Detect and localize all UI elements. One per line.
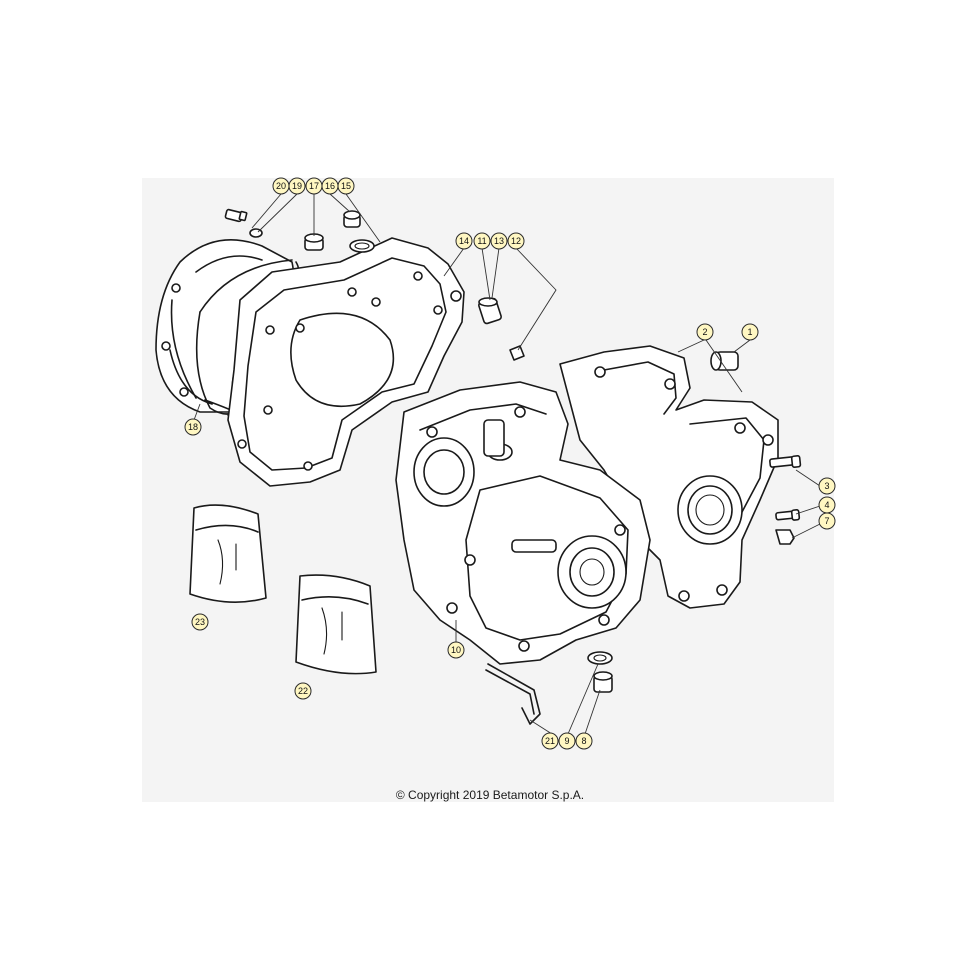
- callout-7-label: 7: [824, 516, 829, 526]
- callout-8-label: 8: [581, 736, 586, 746]
- callout-1: 1: [741, 323, 759, 341]
- callout-12: 12: [507, 232, 525, 250]
- callout-1-label: 1: [747, 327, 752, 337]
- callout-21-label: 21: [545, 736, 555, 746]
- callout-19-label: 19: [292, 181, 302, 191]
- callout-23: 23: [191, 613, 209, 631]
- callout-4: 4: [818, 496, 836, 514]
- callout-23-label: 23: [195, 617, 205, 627]
- callout-22: 22: [294, 682, 312, 700]
- callout-15-label: 15: [341, 181, 351, 191]
- callout-10-label: 10: [451, 645, 461, 655]
- callout-3-label: 3: [824, 481, 829, 491]
- copyright-notice: © Copyright 2019 Betamotor S.p.A.: [395, 788, 585, 802]
- callout-19: 19: [288, 177, 306, 195]
- screw-20: [224, 208, 248, 223]
- callout-16-label: 16: [325, 181, 335, 191]
- bushing-1: [710, 351, 739, 371]
- callout-21: 21: [541, 732, 559, 750]
- callout-7: 7: [818, 512, 836, 530]
- bushing-13: [478, 297, 502, 325]
- bent-wire-21: [485, 663, 541, 725]
- callout-16: 16: [321, 177, 339, 195]
- fitting-7: [775, 529, 795, 545]
- crankcase-right-half: [559, 345, 779, 609]
- callout-13: 13: [490, 232, 508, 250]
- plug-17: [304, 233, 324, 251]
- callout-8: 8: [575, 732, 593, 750]
- screw-3: [769, 455, 802, 468]
- callout-13-label: 13: [494, 236, 504, 246]
- callout-9: 9: [558, 732, 576, 750]
- callout-22-label: 22: [298, 686, 308, 696]
- callout-17-label: 17: [309, 181, 319, 191]
- sealant-bag-23: [189, 504, 267, 603]
- callout-4-label: 4: [824, 500, 829, 510]
- callout-11: 11: [473, 232, 491, 250]
- callout-15: 15: [337, 177, 355, 195]
- callout-14: 14: [455, 232, 473, 250]
- callout-18-label: 18: [188, 422, 198, 432]
- plug-16: [343, 210, 361, 228]
- callout-12-label: 12: [511, 236, 521, 246]
- callout-20-label: 20: [276, 181, 286, 191]
- sealant-bag-22: [295, 574, 377, 675]
- crankcase-left-half: [395, 381, 651, 665]
- oring-15: [349, 239, 375, 253]
- callout-14-label: 14: [459, 236, 469, 246]
- pin-12: [509, 345, 525, 361]
- callout-2: 2: [696, 323, 714, 341]
- screw-4: [775, 509, 801, 521]
- callout-2-label: 2: [702, 327, 707, 337]
- callout-10: 10: [447, 641, 465, 659]
- callout-20: 20: [272, 177, 290, 195]
- callout-11-label: 11: [477, 236, 486, 246]
- leader-lines: [193, 193, 821, 735]
- callout-17: 17: [305, 177, 323, 195]
- callout-3: 3: [818, 477, 836, 495]
- callout-18: 18: [184, 418, 202, 436]
- drain-plug-8: [593, 671, 613, 693]
- callout-9-label: 9: [564, 736, 569, 746]
- washer-9: [587, 651, 613, 665]
- clutch-side-case: [227, 237, 465, 487]
